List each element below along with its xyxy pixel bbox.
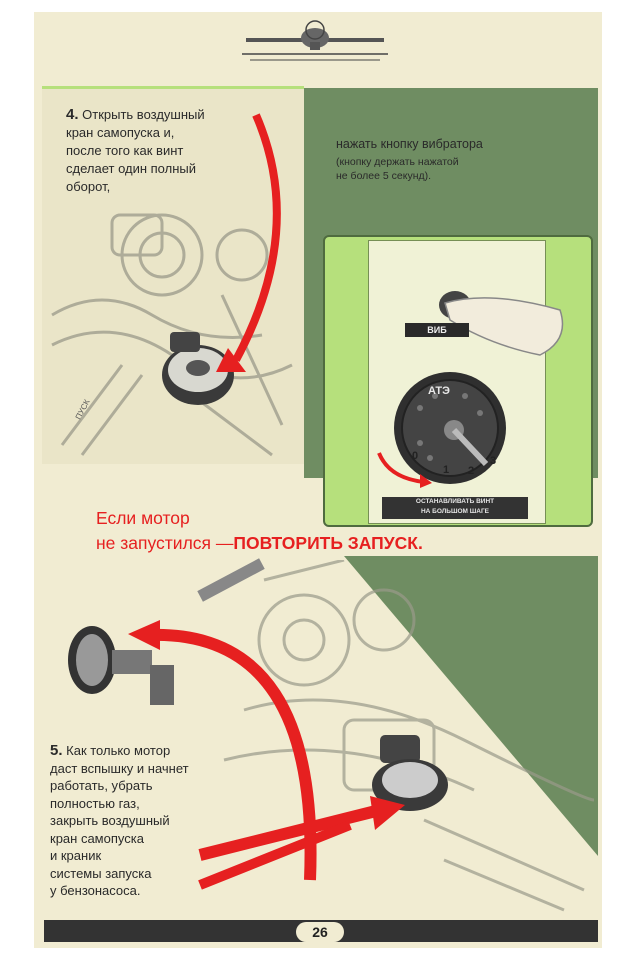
warning-plate: ОСТАНАВЛИВАТЬ ВИНТ НА БОЛЬШОМ ШАГЕ bbox=[382, 497, 528, 519]
device-brand: АТЭ bbox=[428, 385, 450, 397]
red-arrow-bottom-icon bbox=[128, 620, 405, 890]
starter-dial-icon bbox=[394, 372, 506, 484]
step4-text: 4. Открыть воздушный кран самопуска и, п… bbox=[66, 106, 276, 196]
step5-number: 5. bbox=[50, 742, 63, 759]
bottom-green-shape bbox=[344, 556, 598, 856]
red-arrow-icon bbox=[216, 113, 281, 372]
step5-text: 5. Как только мотор даст вспышку и начне… bbox=[50, 742, 250, 900]
dial-red-arrow-icon bbox=[377, 452, 432, 488]
step4-panel bbox=[42, 88, 304, 464]
vibrator-label: ВИБ bbox=[405, 323, 469, 337]
repeat-line2: не запустился —ПОВТОРИТЬ ЗАПУСК. bbox=[96, 533, 423, 554]
finger-press-icon bbox=[439, 291, 564, 356]
engine-sketch-bottom bbox=[223, 560, 595, 912]
step4-number: 4. bbox=[66, 106, 79, 123]
airplane-icon bbox=[242, 20, 388, 61]
repeat-prefix: не запустился — bbox=[96, 533, 234, 553]
press-note-text: (кнопку держать нажатой не более 5 секун… bbox=[336, 156, 459, 182]
handwheel-icon bbox=[68, 626, 174, 705]
dial-number-2: 2 bbox=[468, 465, 475, 477]
step4-top-rule bbox=[42, 86, 304, 89]
dial-number-3: 3 bbox=[490, 455, 497, 467]
green-band bbox=[304, 88, 598, 98]
repeat-line1: Если мотор bbox=[96, 508, 190, 528]
valve-knob-icon bbox=[162, 332, 234, 405]
page-number: 26 bbox=[296, 922, 344, 942]
dial-number-0: 0 bbox=[412, 450, 419, 462]
dial-number-1: 1 bbox=[443, 464, 450, 476]
step5-instruction: Как только мотор даст вспышку и начнет р… bbox=[50, 743, 189, 898]
step4-instruction: Открыть воздушный кран самопуска и, посл… bbox=[66, 107, 205, 194]
repeat-caps: ПОВТОРИТЬ ЗАПУСК. bbox=[233, 533, 423, 553]
valve-knob-bottom-icon bbox=[372, 735, 448, 811]
press-button-text: нажать кнопку вибратора bbox=[336, 137, 483, 151]
